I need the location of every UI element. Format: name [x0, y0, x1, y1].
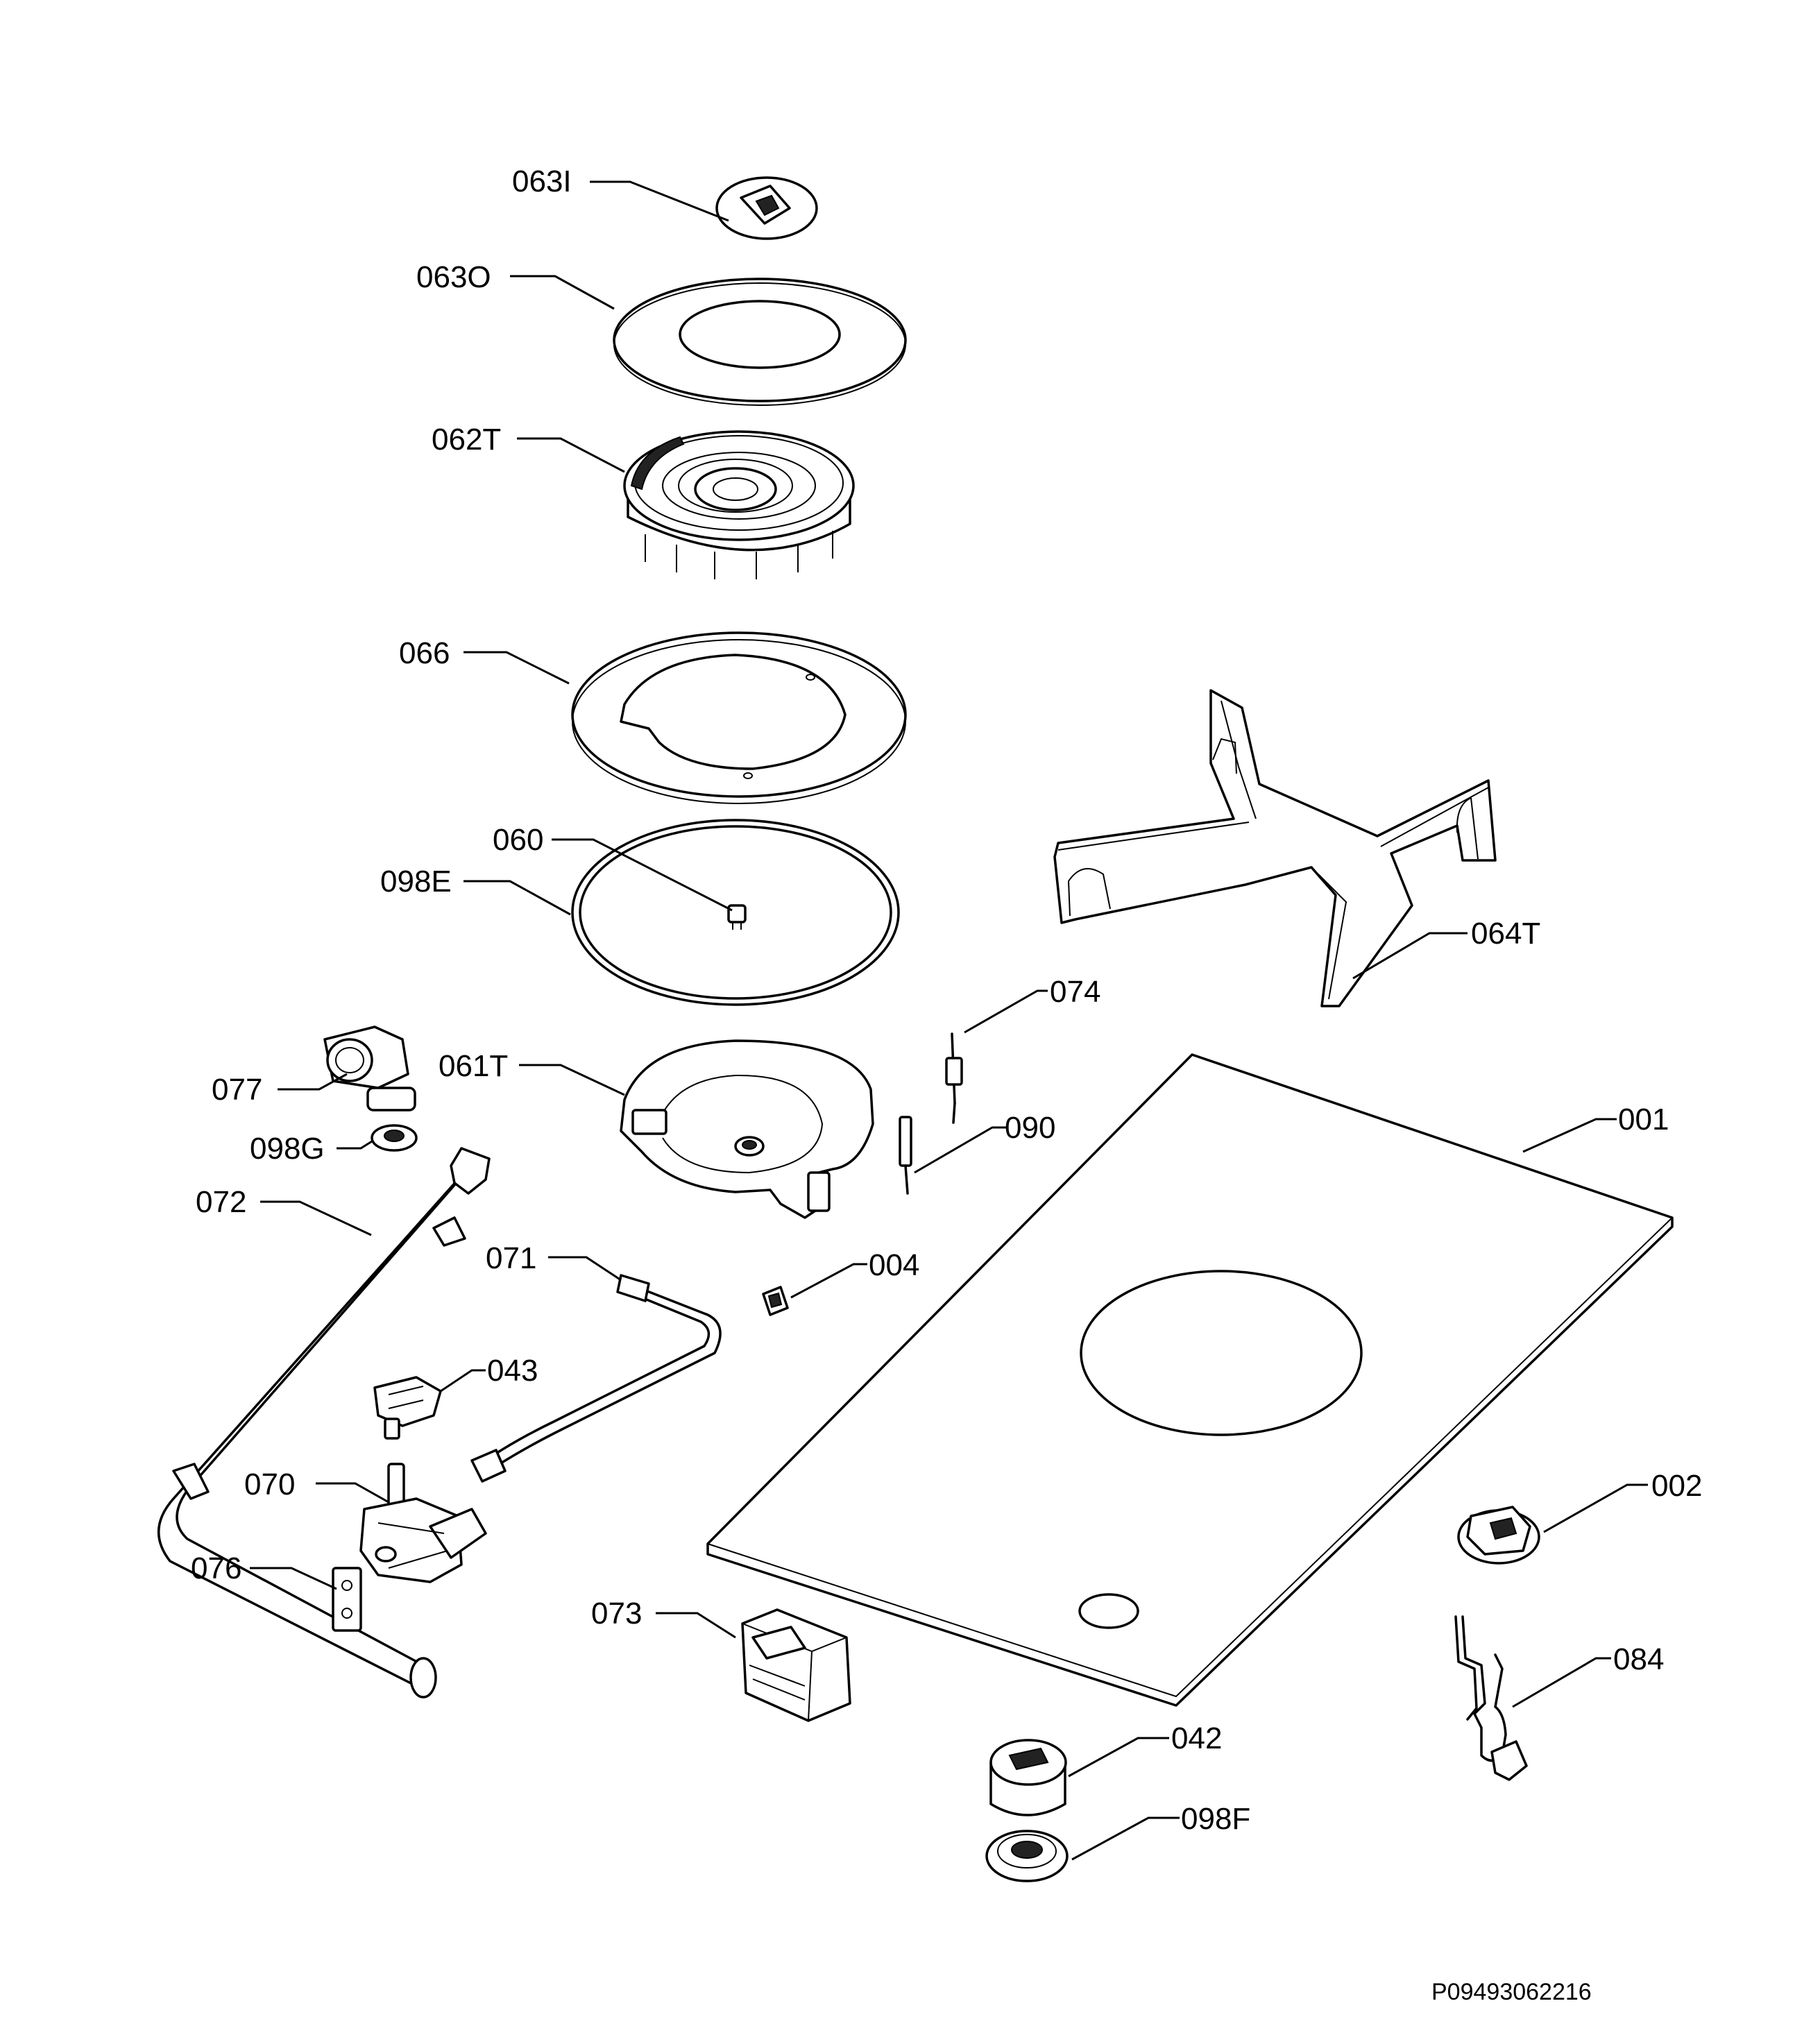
label-098F: 098F: [1181, 1802, 1250, 1836]
part-060-screw: [727, 904, 747, 930]
leader-043: [440, 1369, 486, 1393]
part-063O-burner-cap-ring: [613, 278, 907, 406]
leader-098E: [463, 880, 571, 916]
label-004: 004: [869, 1248, 919, 1282]
label-073: 073: [591, 1597, 642, 1631]
leader-063I: [590, 180, 729, 222]
leader-071: [548, 1256, 622, 1282]
part-061T-burner-base: [620, 1039, 874, 1219]
label-077: 077: [212, 1073, 262, 1107]
label-001: 001: [1618, 1103, 1669, 1137]
part-070-gas-valve: [359, 1463, 487, 1583]
label-066: 066: [399, 636, 450, 670]
part-098E-seal-ring: [571, 819, 900, 1006]
part-074-thermocouple: [945, 1032, 963, 1124]
part-071-gas-pipe: [470, 1274, 722, 1483]
label-063O: 063O: [416, 260, 491, 294]
label-063I: 063I: [512, 164, 572, 198]
leader-073: [656, 1612, 736, 1639]
leader-084: [1512, 1657, 1611, 1708]
leader-004: [790, 1263, 867, 1299]
leader-060: [552, 838, 733, 912]
leader-001: [1522, 1118, 1617, 1153]
part-077-elbow-connector: [323, 1025, 416, 1112]
part-042-control-knob: [989, 1739, 1067, 1816]
label-042: 042: [1171, 1721, 1222, 1755]
leader-077: [278, 1073, 348, 1091]
leader-074: [964, 989, 1048, 1034]
part-001-top-plate: [706, 1053, 1674, 1707]
drawing-code: P09493062216: [1431, 1979, 1592, 2005]
label-070: 070: [244, 1467, 295, 1501]
label-098E: 098E: [380, 865, 452, 899]
label-062T: 062T: [432, 423, 501, 457]
label-074: 074: [1050, 975, 1100, 1009]
label-061T: 061T: [439, 1049, 508, 1083]
part-076-clamp: [332, 1567, 362, 1632]
label-072: 072: [196, 1185, 246, 1219]
leader-002: [1543, 1483, 1648, 1533]
label-060: 060: [493, 823, 543, 857]
part-063I-burner-cap-small: [715, 176, 818, 240]
label-084: 084: [1613, 1642, 1664, 1676]
part-073-ignition-module: [741, 1608, 851, 1722]
label-071: 071: [486, 1241, 536, 1275]
part-084-cable: [1454, 1615, 1528, 1781]
leader-061T: [519, 1064, 625, 1096]
label-076: 076: [191, 1551, 241, 1585]
label-064T: 064T: [1471, 917, 1540, 951]
label-098G: 098G: [250, 1132, 325, 1166]
label-090: 090: [1005, 1111, 1055, 1145]
leader-070: [316, 1482, 389, 1504]
leader-062T: [517, 437, 625, 473]
part-004-clip: [762, 1286, 789, 1316]
leader-063O: [510, 275, 615, 310]
label-043: 043: [487, 1354, 538, 1388]
label-002: 002: [1651, 1469, 1702, 1503]
leader-090: [914, 1126, 1006, 1174]
part-090-ignition-electrode: [899, 1116, 912, 1195]
part-066-spill-tray: [571, 631, 907, 804]
leader-064T: [1352, 932, 1468, 980]
part-043-bracket: [373, 1376, 442, 1440]
part-062T-burner-crown: [623, 430, 855, 579]
leader-098F: [1071, 1816, 1180, 1861]
leader-042: [1068, 1737, 1169, 1778]
leader-076: [250, 1567, 337, 1590]
part-072-gas-rail: [157, 1147, 491, 1699]
leader-098G: [337, 1140, 373, 1150]
part-002-knob-insert: [1457, 1506, 1540, 1565]
part-098G-washer: [371, 1124, 418, 1152]
part-064T-pan-support: [1053, 689, 1497, 1007]
leader-072: [260, 1200, 372, 1236]
leader-066: [463, 651, 570, 685]
part-098F-knob-seal: [985, 1830, 1069, 1882]
